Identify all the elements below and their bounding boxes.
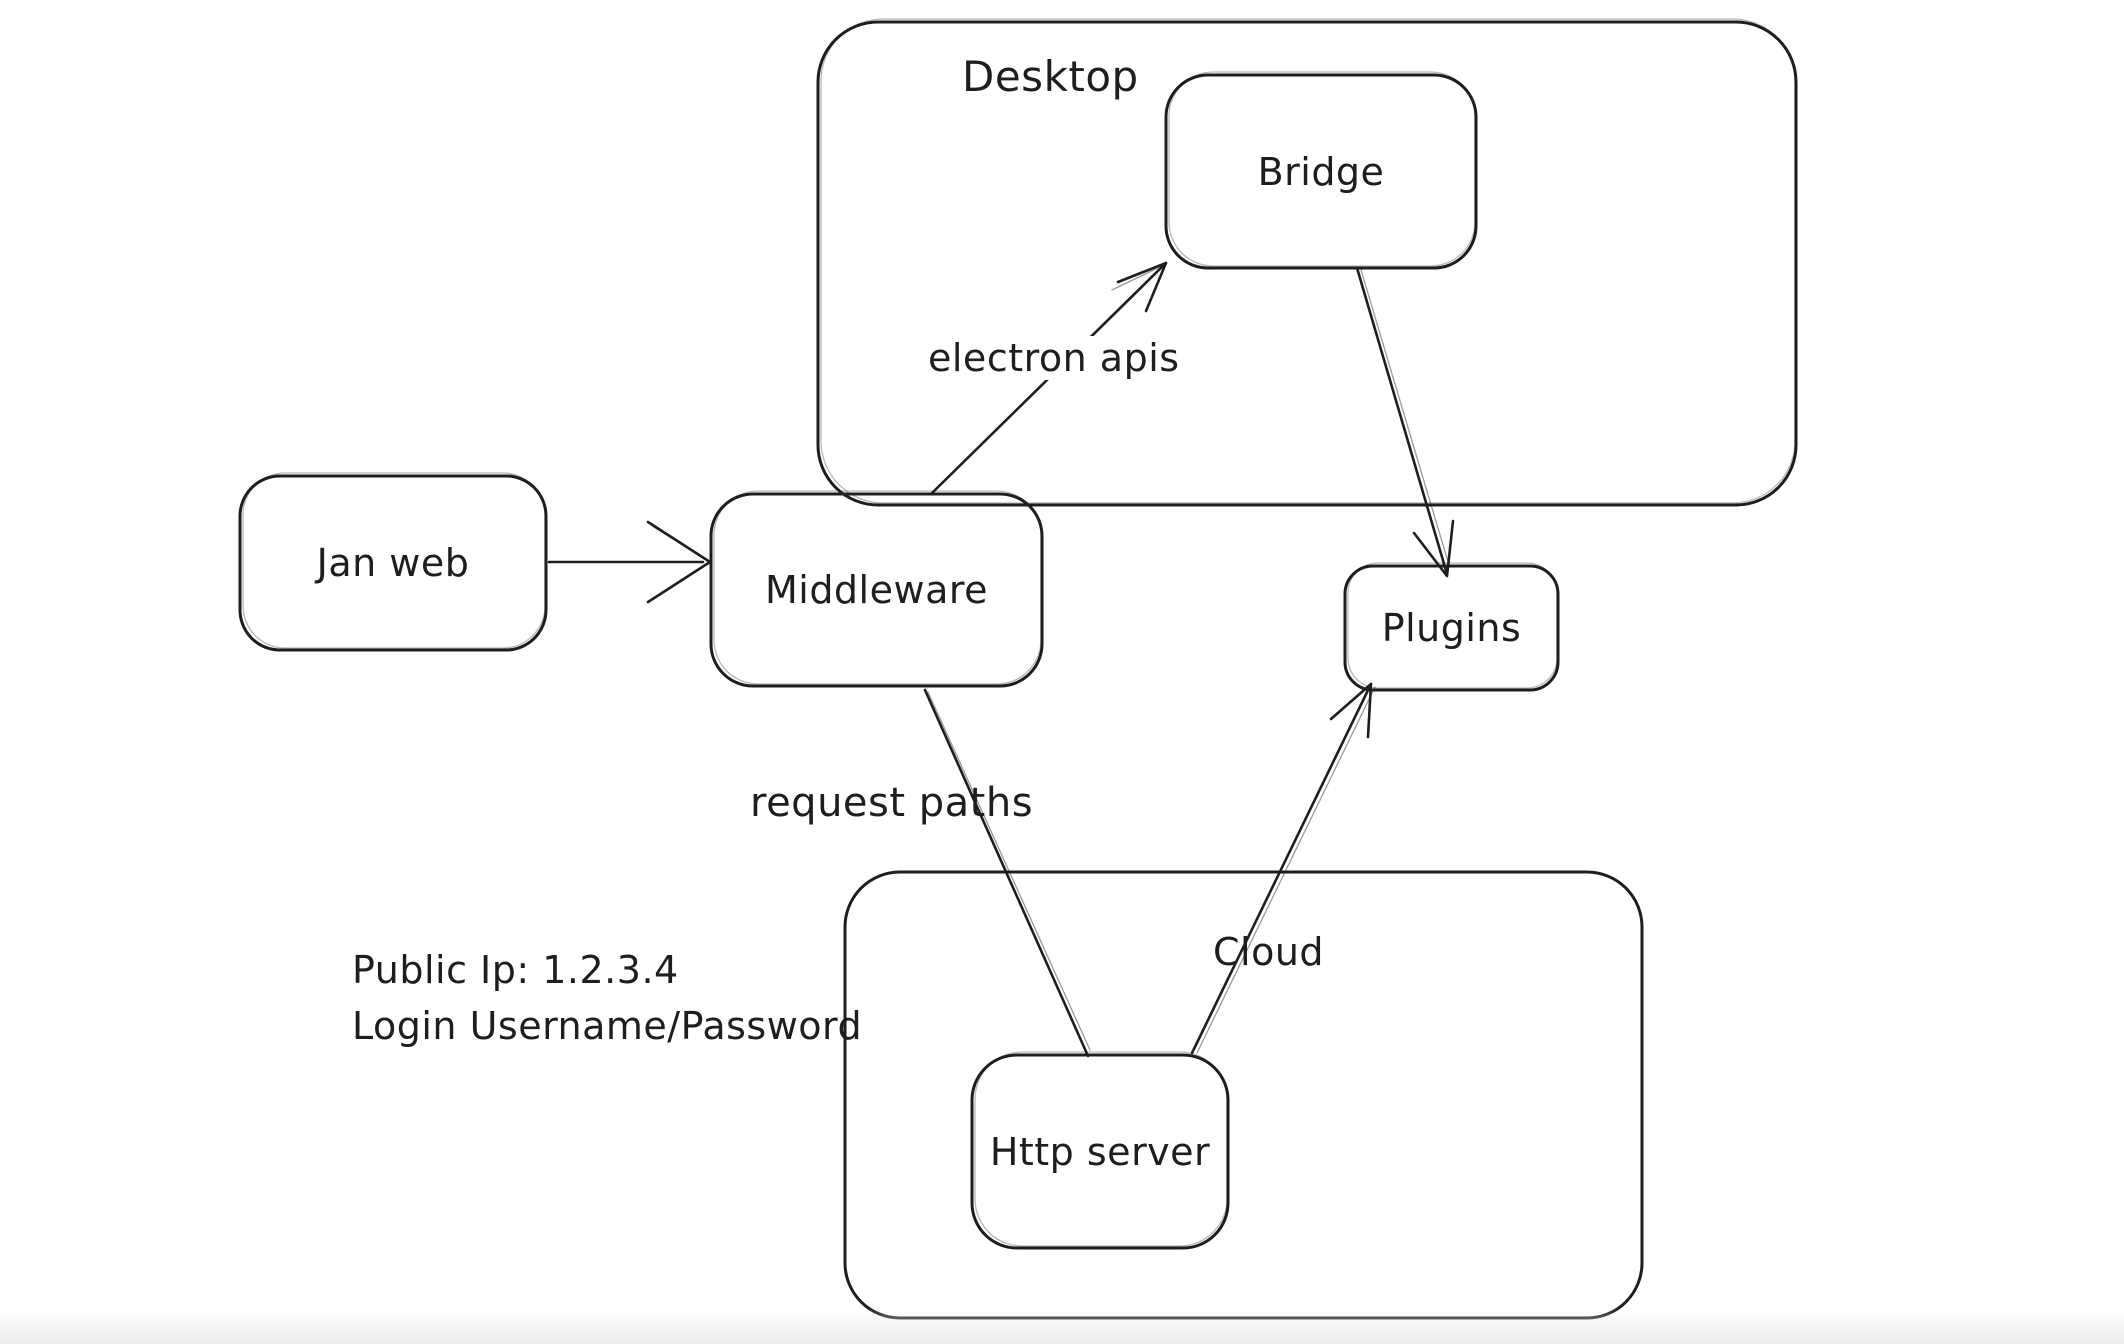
arrowhead-sketch-stroke	[1111, 265, 1163, 291]
node-http-server-label[interactable]: Http server	[989, 1129, 1211, 1174]
edge-sketch-stroke	[1196, 686, 1376, 1054]
node-jan-web-label[interactable]: Jan web	[316, 541, 470, 585]
edge-middleware-to-http-server[interactable]	[923, 688, 1091, 1058]
bottom-gradient-strip	[0, 1308, 2124, 1344]
node-bridge[interactable]	[1164, 71, 1478, 270]
arrowhead	[1116, 261, 1168, 313]
node-jan-web-sketch-stroke	[242, 472, 546, 649]
edge-middleware-to-bridge-label[interactable]: electron apis	[920, 336, 1188, 380]
annotation-login-credentials[interactable]: Login Username/Password	[352, 1004, 863, 1048]
node-http-server-box	[970, 1053, 1230, 1250]
node-bridge-box	[1164, 73, 1478, 270]
node-jan-web-box	[238, 474, 548, 652]
container-cloud-label[interactable]: Cloud	[1213, 930, 1325, 974]
node-plugins-label[interactable]: Plugins	[1381, 606, 1522, 650]
edge-bridge-to-plugins[interactable]	[1355, 266, 1455, 578]
node-bridge-label[interactable]: Bridge	[1257, 149, 1385, 194]
arrowhead-sketch-stroke	[651, 525, 708, 561]
arrowhead	[1329, 682, 1373, 739]
node-middleware-box	[709, 492, 1044, 688]
edge-jan-web-to-middleware[interactable]	[547, 520, 712, 604]
node-http-server[interactable]	[970, 1051, 1230, 1250]
node-plugins-box	[1343, 564, 1560, 692]
container-desktop[interactable]	[816, 18, 1798, 507]
node-jan-web[interactable]	[238, 472, 548, 652]
edge-line	[923, 688, 1090, 1058]
node-middleware-sketch-stroke	[713, 490, 1042, 685]
node-http-server-sketch-stroke	[974, 1051, 1228, 1247]
node-middleware-label[interactable]: Middleware	[764, 568, 989, 612]
container-desktop-box	[816, 20, 1798, 507]
node-plugins[interactable]	[1343, 562, 1560, 692]
edge-http-server-to-plugins[interactable]	[1190, 682, 1376, 1055]
container-desktop-sketch-stroke	[820, 18, 1796, 504]
edge-sketch-stroke	[927, 691, 1091, 1051]
edge-middleware-to-http-server-label[interactable]: request paths	[750, 780, 1034, 826]
annotation-public-ip[interactable]: Public Ip: 1.2.3.4	[352, 948, 679, 992]
edge-line	[1190, 682, 1373, 1055]
node-plugins-sketch-stroke	[1347, 562, 1558, 689]
edge-sketch-stroke	[1360, 269, 1450, 566]
arrowhead	[1412, 519, 1455, 578]
node-middleware[interactable]	[709, 490, 1044, 688]
container-desktop-label[interactable]: Desktop	[962, 52, 1139, 101]
edge-line	[1355, 266, 1449, 576]
node-bridge-sketch-stroke	[1168, 71, 1476, 267]
